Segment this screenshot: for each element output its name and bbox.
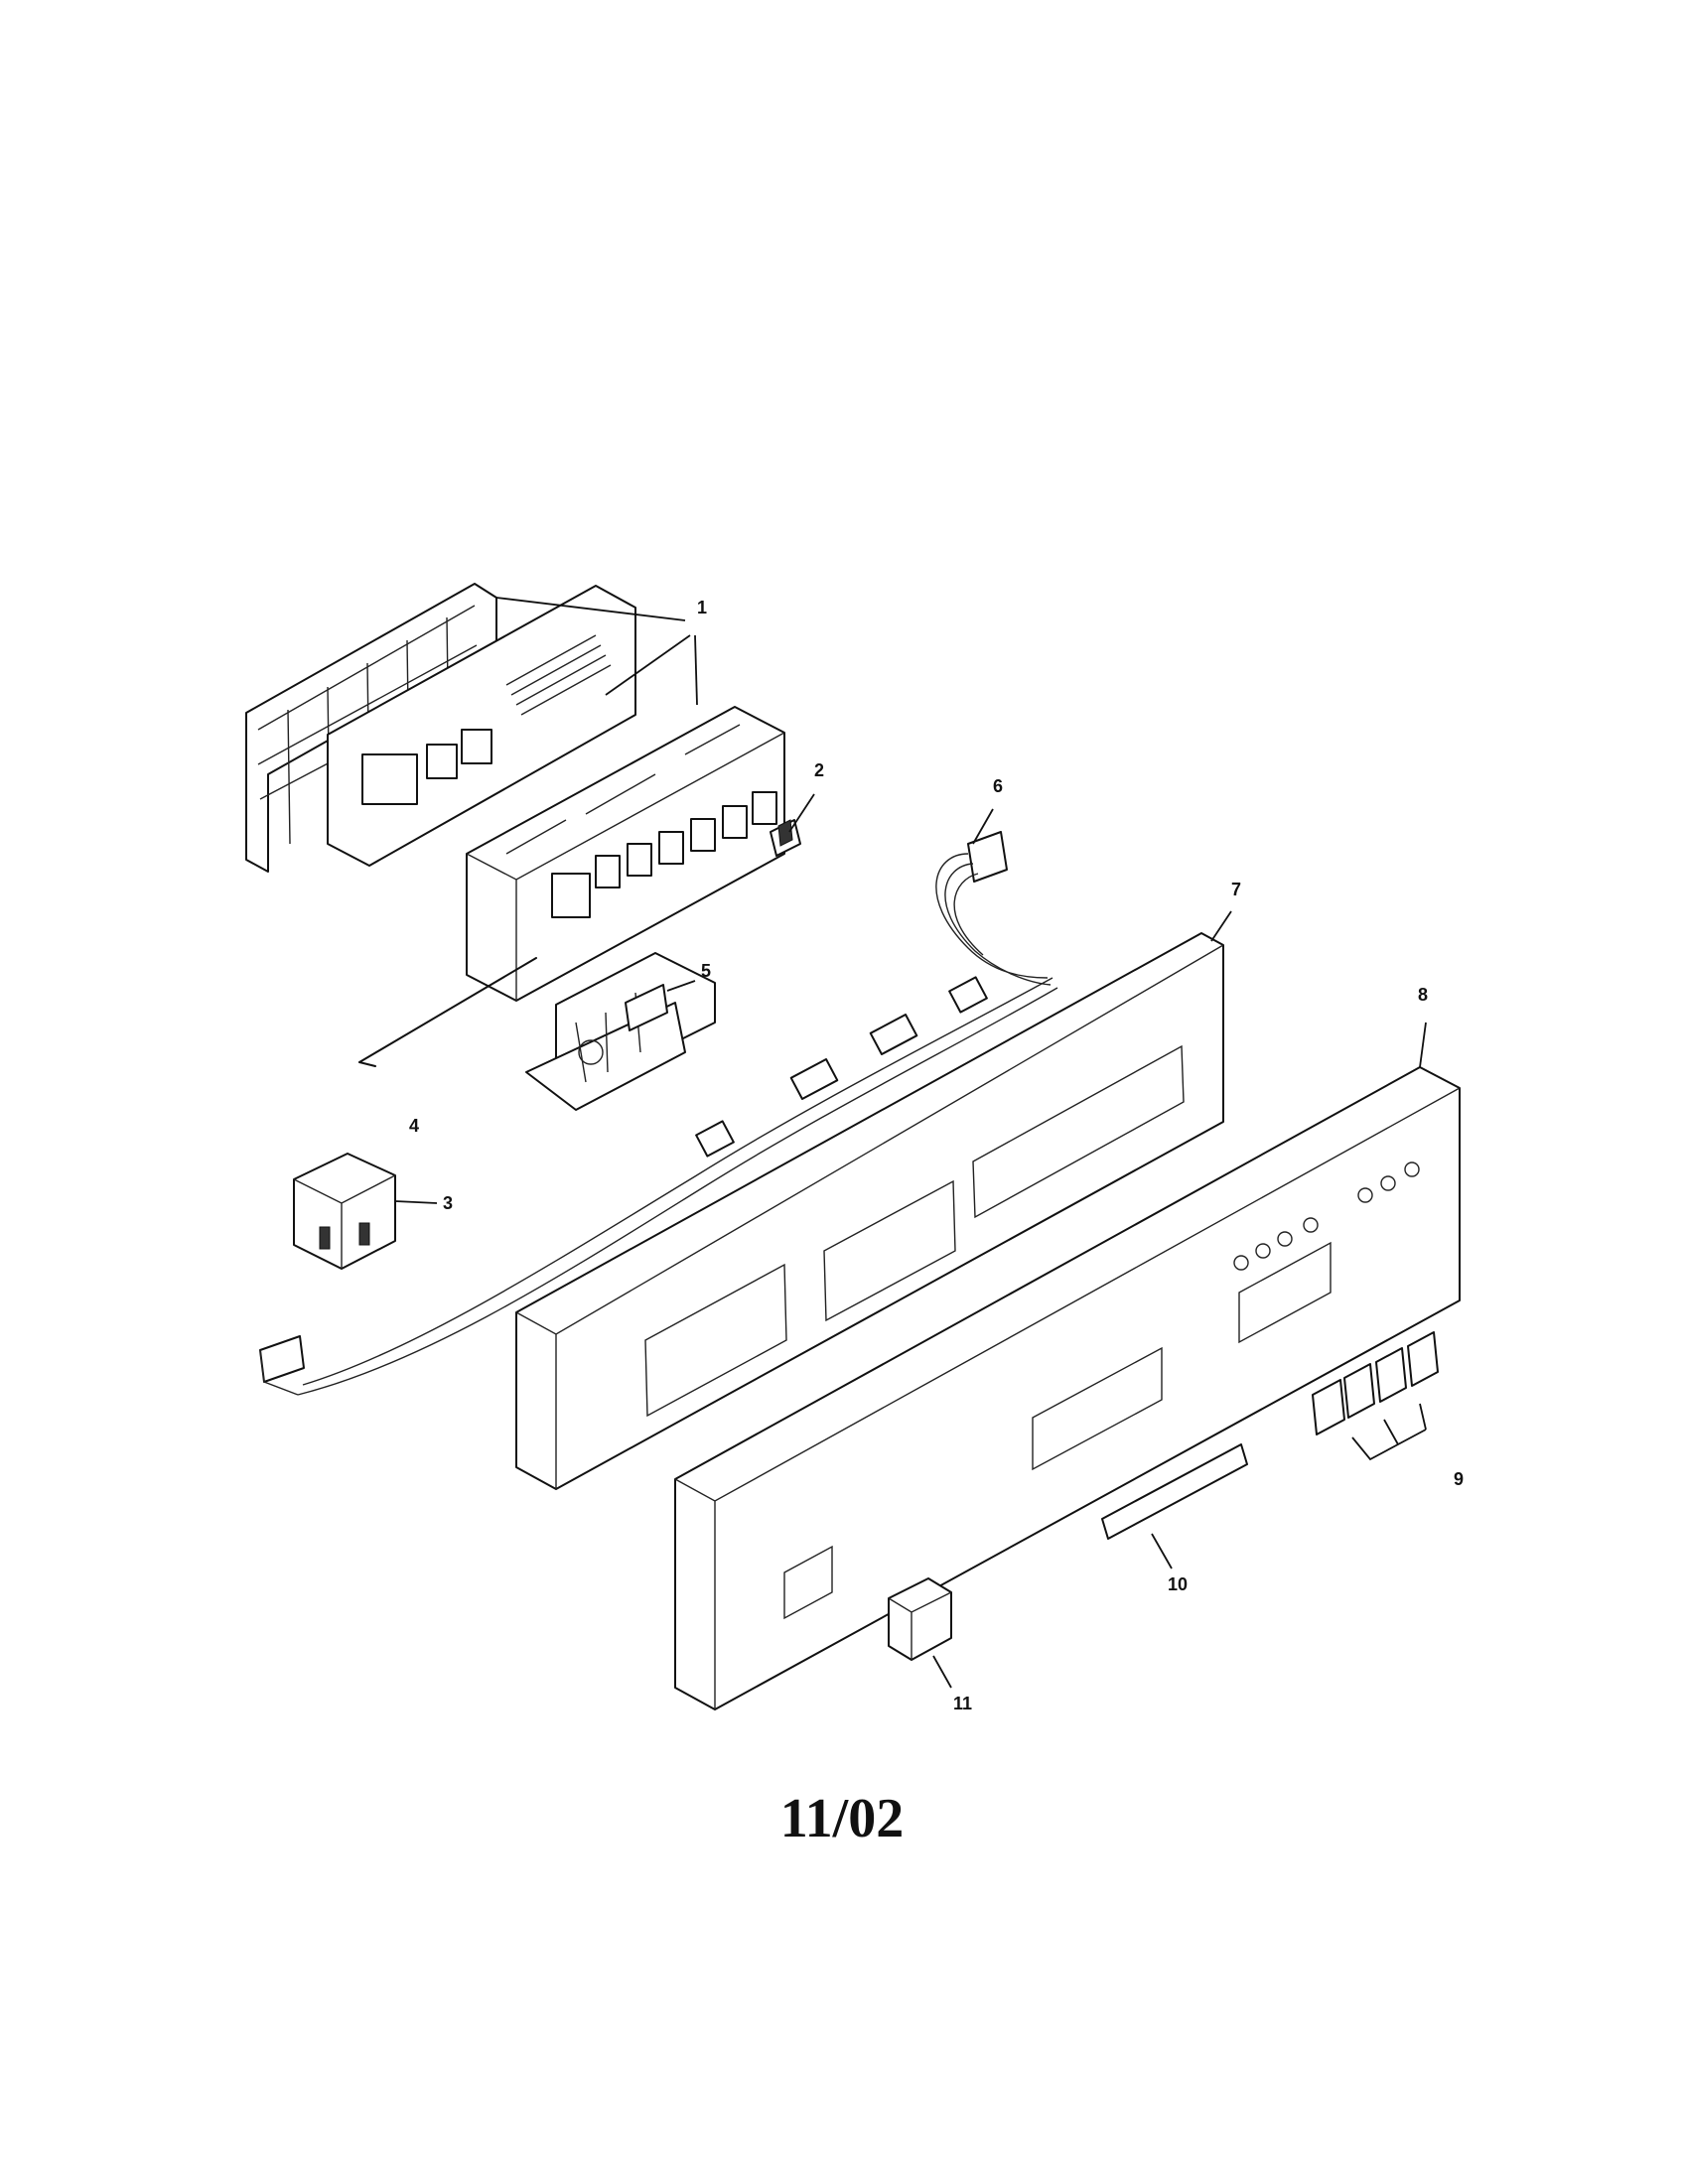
leader-lines — [394, 597, 1427, 1689]
callout-8: 8 — [1418, 985, 1428, 1005]
callout-7: 7 — [1231, 880, 1241, 899]
callout-labels: 1 2 3 4 5 6 7 8 9 10 11 — [409, 598, 1464, 1713]
part-3-switch-block — [293, 1153, 396, 1270]
part-6-wire-connector — [935, 831, 1052, 986]
callout-11: 11 — [953, 1694, 972, 1713]
callout-9: 9 — [1454, 1469, 1464, 1489]
callout-6: 6 — [993, 776, 1003, 796]
part-4-rod — [358, 957, 537, 1067]
part-2-switch — [770, 819, 801, 857]
callout-2: 2 — [814, 760, 824, 780]
part-5-bracket-assembly — [525, 952, 716, 1111]
part-7-inner-panel — [259, 932, 1224, 1490]
part-1-control-module — [245, 583, 785, 1002]
part-9-button-caps — [1312, 1331, 1439, 1461]
callout-3: 3 — [443, 1193, 453, 1213]
callout-1: 1 — [697, 598, 707, 617]
part-11-cover — [888, 1577, 952, 1661]
callout-4: 4 — [409, 1116, 419, 1136]
callout-10: 10 — [1168, 1574, 1188, 1594]
part-10-handle-strip — [1101, 1443, 1248, 1540]
date-code: 11/02 — [779, 1788, 905, 1849]
callout-5: 5 — [701, 961, 711, 981]
